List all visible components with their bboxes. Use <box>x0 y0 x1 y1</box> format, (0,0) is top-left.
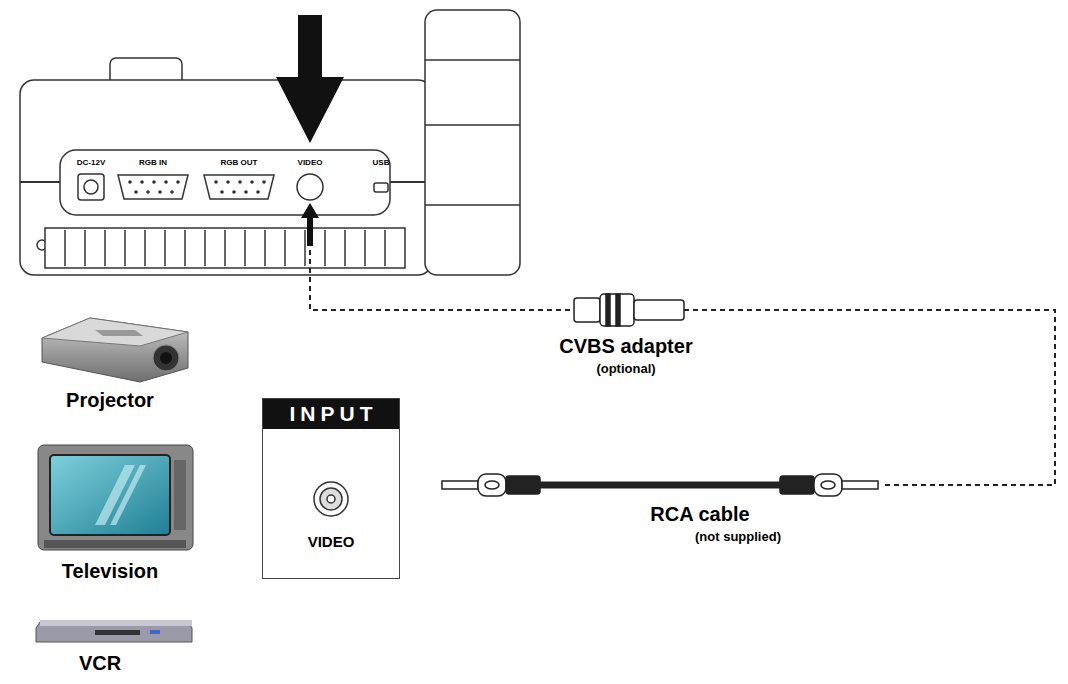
device-name: Projector <box>66 389 154 411</box>
document-camera <box>20 10 520 275</box>
port-label: RGB IN <box>139 159 167 168</box>
projector-icon <box>42 318 188 382</box>
part-name: CVBS adapter <box>559 335 692 357</box>
port-label: RGB OUT <box>221 159 258 168</box>
pointer-arrow-small <box>301 203 319 246</box>
vcr-icon <box>36 620 192 642</box>
device-name: VCR <box>79 652 121 674</box>
part-note: (not supplied) <box>695 530 781 544</box>
port-label: USB <box>373 159 390 168</box>
vent-fins <box>65 230 385 266</box>
rca-cable <box>442 474 878 496</box>
panel-text: VIDEO <box>263 533 399 550</box>
cvbs-adapter <box>574 294 684 326</box>
panel-heading: INPUT <box>263 399 399 429</box>
dashed-wire <box>310 250 1055 485</box>
device-name: Television <box>62 560 158 582</box>
part-name: RCA cable <box>650 503 749 525</box>
television-icon <box>38 445 193 550</box>
rca-jack-symbol <box>301 469 361 529</box>
input-panel: INPUT VIDEO <box>262 398 400 579</box>
dsub-pins <box>128 180 266 194</box>
port-label: DC-12V <box>77 159 105 168</box>
pointer-arrow <box>276 15 344 143</box>
part-note: (optional) <box>596 362 655 376</box>
port-label: VIDEO <box>298 159 323 168</box>
